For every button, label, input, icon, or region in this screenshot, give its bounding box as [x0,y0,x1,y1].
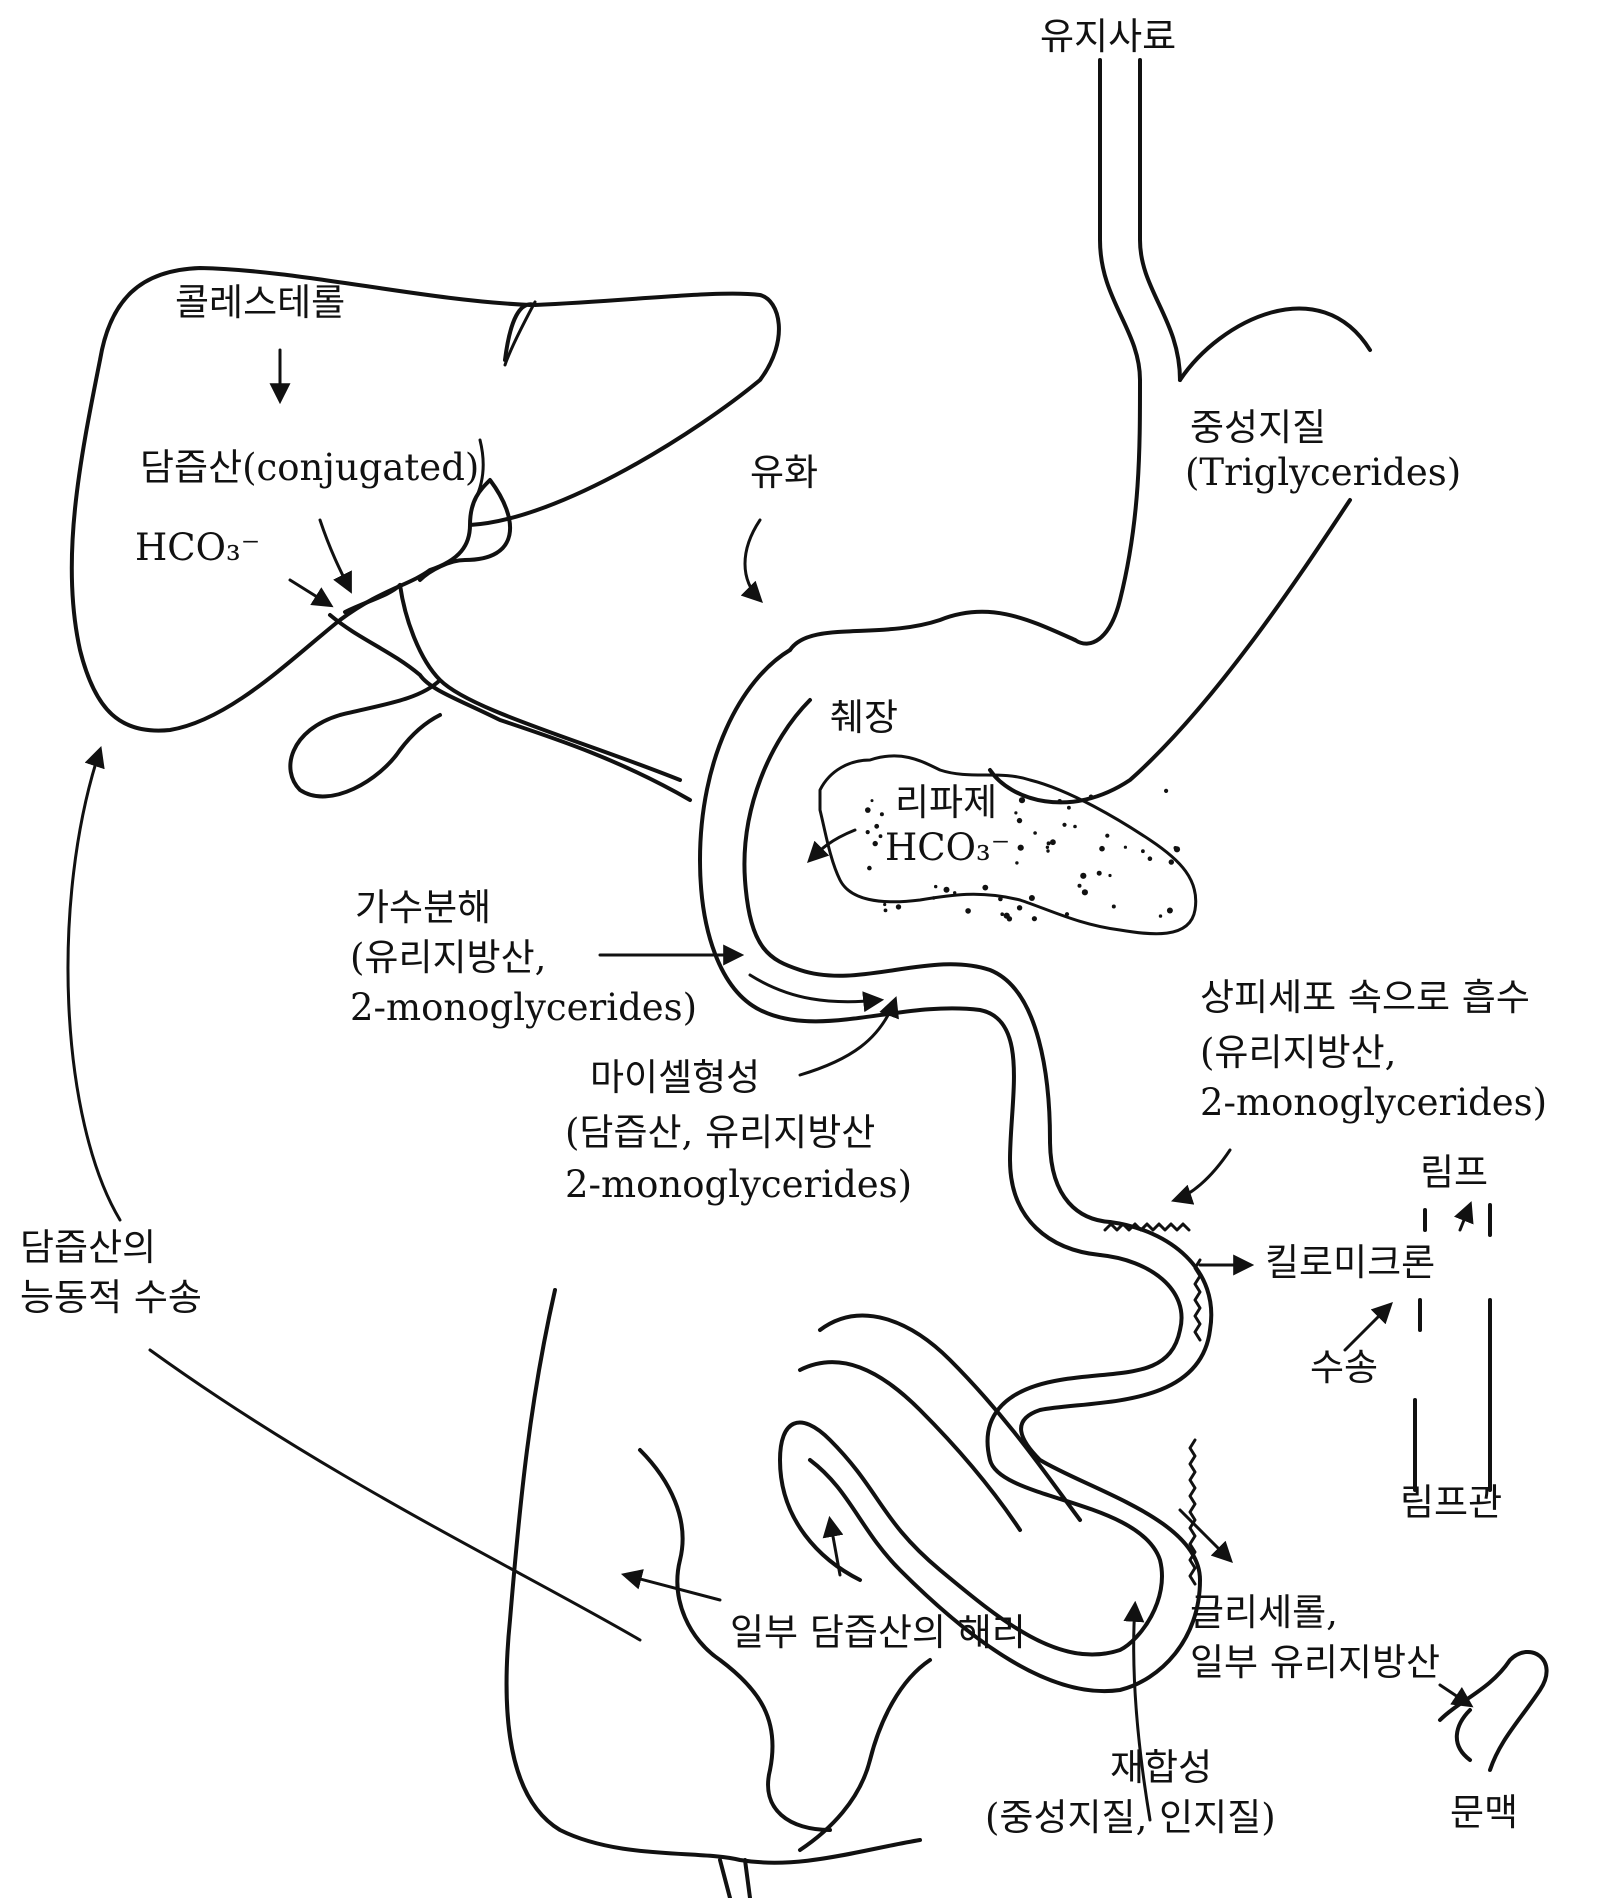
rectum [720,1860,750,1898]
label-micelle-1: 마이셀형성 [590,1055,760,1101]
pancreas-speckle [982,885,988,891]
pancreas-speckle [953,891,956,894]
pancreas-speckle [1047,841,1051,845]
pancreas-speckle [883,903,886,906]
bile-duct [290,585,690,800]
pancreas-speckle [1014,811,1017,814]
pancreas-speckle [944,887,950,893]
pancreas-speckle [1105,834,1109,838]
pancreas-speckle [1007,916,1012,921]
pancreas-speckle [1141,849,1145,853]
pancreas-speckle [1017,905,1022,910]
pancreas-speckle [1015,861,1018,864]
pancreas-speckle [1124,846,1127,849]
pancreas-speckle [1089,795,1093,799]
pancreas-speckle [865,807,871,813]
pancreas-speckle [1082,889,1088,895]
small-intestine-outer [780,1255,1182,1655]
label-dietary-fat: 유지사료 [1040,14,1176,60]
pancreas-speckle [1046,849,1049,852]
pancreas-speckle [1099,846,1105,852]
pancreas-speckle [1097,871,1102,876]
pancreas-speckle [1080,873,1086,879]
label-pancreas: 췌장 [830,695,898,741]
pancreas-speckle [1050,839,1056,845]
pancreas-speckle [884,909,888,913]
pancreas-speckle [1017,818,1022,823]
pancreas-speckle [1046,846,1049,849]
label-triglycerides-en: (Triglycerides) [1185,450,1461,496]
pancreas-speckle [1159,914,1162,917]
pancreas-speckle [871,799,874,802]
pancreas-speckle [1029,895,1035,901]
pancreas-speckle [998,897,1003,902]
colon-outline [507,1290,930,1863]
label-partial-bile-dissociation: 일부 담즙산의 해리 [730,1610,1026,1656]
pancreas-speckle [880,812,884,816]
pancreas-speckle [932,896,936,900]
pancreas-speckle [1073,825,1077,829]
pancreas-speckle [965,908,971,914]
bile-recirculation-curve [150,1350,640,1640]
label-glycerol-1: 글리세롤, [1190,1590,1338,1636]
label-absorb-2: (유리지방산, [1200,1030,1396,1076]
pancreas-speckle [896,904,901,909]
label-absorb-3: 2-monoglycerides) [1200,1080,1547,1126]
label-hydrolysis-2: (유리지방산, [350,935,546,981]
label-glycerol-2: 일부 유리지방산 [1190,1640,1440,1686]
esophagus [1075,60,1180,644]
label-chylomicron: 킬로미크론 [1265,1240,1435,1286]
label-hydrolysis-1: 가수분해 [355,885,491,931]
label-lipase: 리파제 [895,780,997,826]
label-micelle-3: 2-monoglycerides) [565,1162,912,1208]
pancreas-speckle [1062,823,1066,827]
pancreas-speckle [873,841,878,846]
label-micelle-2: (담즙산, 유리지방산 [565,1110,875,1156]
label-triglycerides-ko: 중성지질 [1190,405,1326,451]
label-bile-acid-conjugated: 담즙산(conjugated) [140,445,479,491]
portal-vein-drawing [1440,1652,1547,1770]
pancreas-speckle [1033,831,1037,835]
epithelium-villi [1105,1224,1200,1584]
pancreas-speckle [866,830,870,834]
label-hco3-liver: HCO₃⁻ [135,525,260,571]
pancreas-speckle [1067,806,1071,810]
label-active-transport-2: 능동적 수송 [20,1275,202,1321]
label-resynthesis-2: (중성지질, 인지질) [985,1795,1276,1841]
pancreas-speckle [1058,799,1062,803]
label-active-transport-1: 담즙산의 [20,1225,156,1271]
pancreas-speckle [934,885,937,888]
liver-lobe-fissure [475,302,535,500]
label-emulsification: 유화 [750,450,818,496]
pancreas-speckle [1169,859,1174,864]
label-portal-vein: 문맥 [1450,1790,1518,1836]
pancreas-speckle [1018,845,1024,851]
pancreas-speckle [879,834,883,838]
pancreas-speckle [1164,789,1168,793]
label-hydrolysis-3: 2-monoglycerides) [350,985,697,1031]
label-cholesterol: 콜레스테롤 [175,280,345,326]
label-lymph-duct: 림프관 [1400,1480,1502,1526]
pancreas-speckle [1167,908,1173,914]
pancreas-speckle [1078,884,1082,888]
pancreas-speckle [867,866,872,871]
pancreas-speckle [1174,846,1180,852]
pancreas-speckle [1065,912,1069,916]
pancreas-speckle [1019,797,1025,803]
pancreas-speckle [1148,856,1153,861]
pancreas-speckle [1112,905,1116,909]
label-lymph: 림프 [1420,1150,1488,1196]
label-hco3-pancreas: HCO₃⁻ [885,825,1010,871]
intestinal-loop [800,1316,1080,1530]
label-resynthesis-1: 재합성 [1110,1745,1212,1791]
label-transport: 수송 [1310,1345,1378,1391]
pancreas-speckle [1000,912,1004,916]
label-absorb-1: 상피세포 속으로 흡수 [1200,975,1530,1021]
pancreas-speckle [1032,916,1037,921]
pancreas-speckle [1108,874,1111,877]
pancreas-speckle [874,824,879,829]
